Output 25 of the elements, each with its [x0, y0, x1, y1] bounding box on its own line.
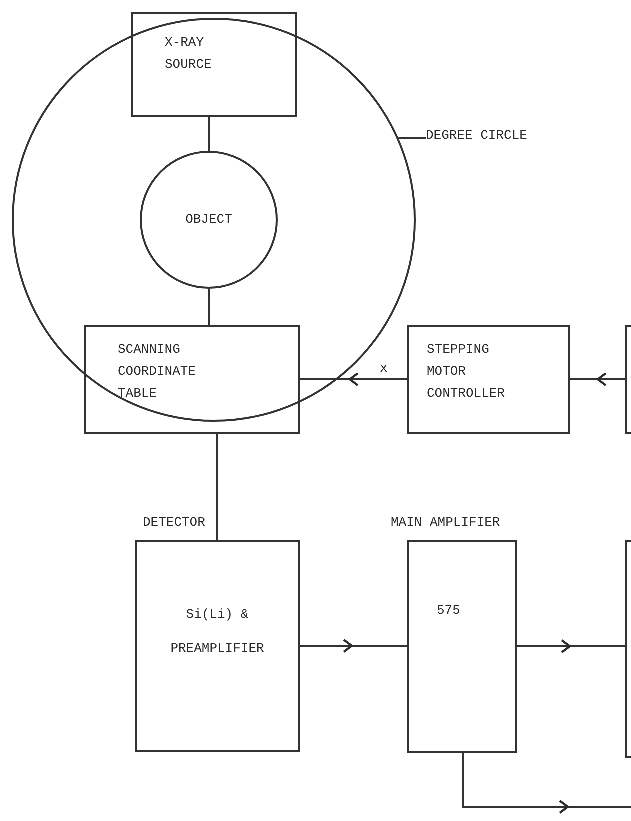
box-heading: MAIN AMPLIFIER: [391, 514, 500, 532]
arrow: [517, 639, 625, 654]
box-label: 575: [437, 602, 460, 620]
edge-label: x: [380, 362, 388, 375]
arrow: [570, 372, 625, 387]
process-box: [407, 325, 570, 434]
box-label: SCANNING COORDINATE TABLE: [118, 341, 196, 404]
degree-circle: [12, 18, 416, 422]
box-heading: DETECTOR: [143, 514, 206, 532]
connector-line: [216, 434, 218, 540]
object-circle: [140, 151, 278, 289]
connector-line: [208, 289, 210, 325]
partial-box: [625, 325, 631, 434]
arrow: [300, 638, 407, 654]
arrow: [462, 753, 631, 814]
arrow: [300, 372, 407, 387]
box-label: OBJECT: [186, 211, 232, 229]
connector-line: [208, 117, 210, 151]
partial-box: [625, 540, 631, 758]
box-label: STEPPING MOTOR CONTROLLER: [427, 341, 506, 404]
box-label: Si(Li) & PREAMPLIFIER: [170, 606, 264, 658]
callout-label: DEGREE CIRCLE: [426, 128, 586, 148]
process-box: [84, 325, 300, 434]
leader-line: [398, 137, 426, 139]
box-label: X-RAY SOURCE: [165, 34, 212, 74]
